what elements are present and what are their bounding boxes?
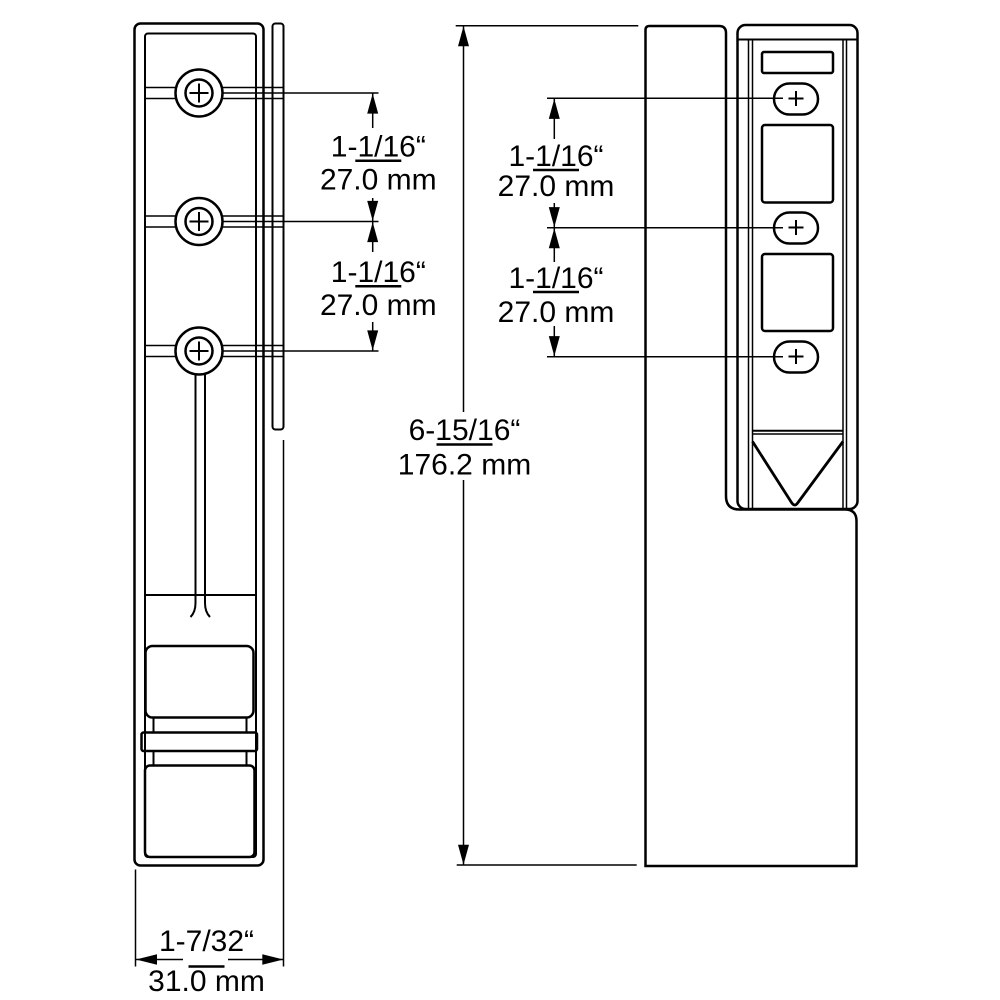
arrow-up-icon bbox=[458, 26, 469, 47]
dim-mm-label: 27.0 mm bbox=[320, 164, 437, 197]
front-connector-2 bbox=[152, 750, 248, 767]
front-spacing-label-2: 1-1/16“ 27.0 mm bbox=[320, 256, 437, 322]
side-base-profile bbox=[644, 24, 858, 868]
arrow-down-icon bbox=[548, 336, 560, 357]
dim-mm-label: 31.0 mm bbox=[148, 965, 265, 998]
dim-inch-label: 6-15/16“ bbox=[409, 414, 521, 447]
dim-mm-label: 27.0 mm bbox=[498, 296, 615, 329]
dim-mm-label: 27.0 mm bbox=[320, 289, 437, 322]
front-gearbox-block bbox=[144, 644, 255, 719]
screw1-inner-circle bbox=[184, 78, 214, 108]
front-base-block bbox=[143, 764, 256, 859]
front-view bbox=[133, 22, 285, 867]
arrow-right-icon bbox=[262, 954, 284, 965]
front-spindle-rod bbox=[189, 374, 211, 618]
side-view bbox=[644, 23, 859, 868]
label-mask bbox=[318, 128, 439, 198]
screw2-inner-circle bbox=[184, 206, 214, 237]
overall-width-label: 1-7/32“ 31.0 mm bbox=[148, 925, 265, 998]
side-square-window-2 bbox=[760, 252, 835, 333]
arrow-up-icon bbox=[548, 228, 560, 249]
dim-inch-label: 1-1/16“ bbox=[331, 131, 426, 164]
arrow-up-icon bbox=[367, 222, 379, 243]
dim-mm-label: 176.2 mm bbox=[398, 449, 531, 482]
label-mask bbox=[396, 412, 533, 480]
front-outer-body bbox=[133, 22, 265, 867]
side-funnel-vee bbox=[751, 440, 845, 507]
arrow-down-icon bbox=[367, 200, 379, 221]
dim-inch-label: 1-1/16“ bbox=[331, 256, 426, 289]
arrow-left-icon bbox=[136, 954, 157, 965]
arrow-down-icon bbox=[548, 207, 560, 228]
dim-mm-label: 27.0 mm bbox=[498, 170, 615, 203]
screw3-inner-circle bbox=[184, 336, 214, 366]
arrow-up-icon bbox=[548, 98, 560, 119]
side-channel-body bbox=[736, 23, 859, 511]
dim-inch-label: 1-1/16“ bbox=[508, 140, 603, 173]
front-flange-block bbox=[140, 731, 259, 753]
front-connector-1 bbox=[152, 716, 248, 734]
overall-height-label: 6-15/16“ 176.2 mm bbox=[398, 414, 531, 482]
screw-hole-2 bbox=[145, 196, 283, 247]
label-mask bbox=[494, 262, 618, 326]
arrow-down-icon bbox=[367, 330, 379, 351]
arrow-down-icon bbox=[458, 844, 469, 865]
side-top-slot bbox=[760, 50, 835, 75]
front-spacing-label-1: 1-1/16“ 27.0 mm bbox=[320, 131, 437, 197]
screw-hole-1 bbox=[145, 68, 283, 118]
dim-inch-label: 1-1/16“ bbox=[508, 262, 603, 295]
side-spacing-label-1: 1-1/16“ 27.0 mm bbox=[498, 140, 615, 203]
side-square-window-1 bbox=[760, 123, 835, 204]
side-spacing-label-2: 1-1/16“ 27.0 mm bbox=[498, 262, 615, 329]
dimension-annotations: 1-1/16“ 27.0 mm 1-1/16“ 27.0 mm 1-1/16“ … bbox=[134, 24, 783, 998]
arrow-up-icon bbox=[367, 93, 379, 114]
dim-inch-label: 1-7/32“ bbox=[159, 925, 254, 958]
